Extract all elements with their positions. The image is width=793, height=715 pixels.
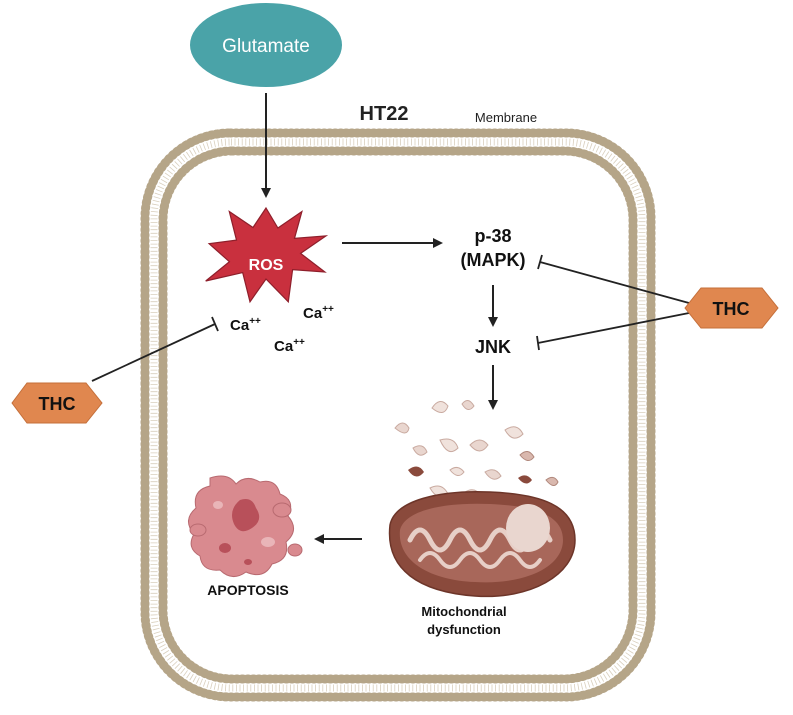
- apoptosis-label: APOPTOSIS: [207, 582, 288, 598]
- mitochondrial-dysfunction-line2: dysfunction: [427, 622, 501, 637]
- membrane-label: Membrane: [475, 110, 537, 125]
- mitochondrial-fragments: [394, 400, 559, 505]
- thc-right-label: THC: [713, 299, 750, 319]
- apoptotic-cell-illustration: [188, 475, 303, 577]
- calcium-ion-1: Ca++: [230, 316, 261, 334]
- calcium-ion-3: Ca++: [274, 337, 305, 355]
- calcium-ion-2: Ca++: [303, 304, 334, 322]
- thc-left-label: THC: [39, 394, 76, 414]
- ros-label: ROS: [249, 257, 284, 274]
- inhibition-thc-to-p38: [537, 254, 690, 304]
- p38-label-line2: (MAPK): [461, 250, 526, 270]
- cell-membrane: [140, 128, 656, 702]
- thc-right-node: THC: [684, 287, 779, 329]
- ros-node: ROS: [205, 206, 329, 304]
- thc-left-node: THC: [11, 382, 103, 424]
- inhibition-thc-to-calcium: [91, 316, 219, 382]
- glutamate-label: Glutamate: [222, 36, 310, 57]
- inhibition-thc-to-jnk: [536, 312, 690, 351]
- calcium-ions: Ca++ Ca++ Ca++: [230, 304, 334, 355]
- cell-name-label: HT22: [360, 103, 409, 125]
- glutamate-node: Glutamate: [190, 3, 342, 87]
- jnk-label: JNK: [475, 337, 511, 357]
- mitochondrial-dysfunction-line1: Mitochondrial: [421, 604, 506, 619]
- mitochondrion-illustration: [388, 491, 576, 598]
- p38-label-line1: p-38: [474, 226, 511, 246]
